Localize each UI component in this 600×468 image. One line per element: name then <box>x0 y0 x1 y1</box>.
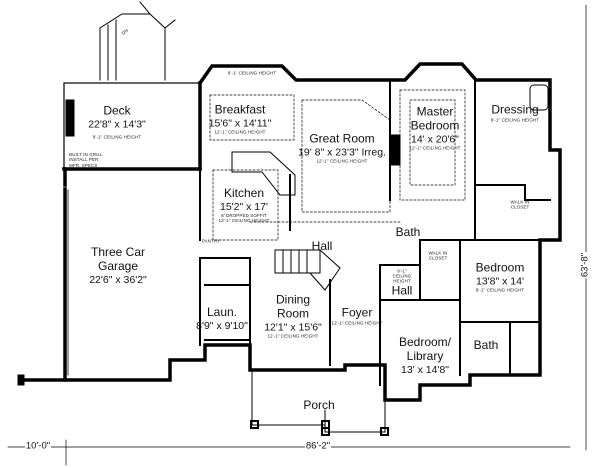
dining-label-2: Room <box>276 306 309 321</box>
dressing-label: Dressing <box>491 102 539 117</box>
laundry-label: Laun. <box>206 305 238 320</box>
porch-outline <box>250 369 389 436</box>
bedroom-closet-label: WALK IN CLOSET <box>428 250 448 261</box>
kitchen-ceiling: 12'-1" CEILING HEIGHT <box>218 217 270 223</box>
side-hall-label: Hall <box>391 282 413 297</box>
library-label-1: Bedroom/ <box>398 335 452 350</box>
lower-bath-label: Bath <box>473 338 499 353</box>
library-size: 13' x 14'8" <box>400 363 450 376</box>
exterior-walls <box>18 62 562 402</box>
great-room-labels: Great Room 19' 8" x 23'3" Irreg. 12'-1" … <box>298 131 386 164</box>
deck-stairs <box>99 1 176 81</box>
interior-walls <box>199 79 551 386</box>
master-bedroom-label-1: Master <box>416 104 454 119</box>
deck-ceiling: 9'-1" CEILING HEIGHT <box>92 134 142 140</box>
master-bath-label: Bath <box>395 225 421 240</box>
kitchen-size: 15'2" x 17' <box>219 200 269 213</box>
hall-label: Hall <box>311 239 333 254</box>
pantry-label: PANTRY <box>201 238 221 244</box>
garage-size: 22'6" x 36'2" <box>89 273 147 286</box>
master-bedroom-labels: Master Bedroom 14' x 20'6" 12'-1" CEILIN… <box>409 104 461 151</box>
laundry-size: 8'9" x 9'10" <box>196 319 248 332</box>
garage-label-1: Three Car <box>90 245 146 260</box>
garage-label-2: Garage <box>97 258 139 273</box>
library-label-2: Library <box>406 348 444 363</box>
kitchen-label: Kitchen <box>223 185 265 200</box>
ceiling-outlines <box>209 89 466 366</box>
breakfast-labels: Breakfast 15'6" x 14'11" 12'-1" CEILING … <box>208 102 272 135</box>
dressing-ceiling: 9'-1" CEILING HEIGHT <box>490 117 540 123</box>
master-bedroom-ceiling: 12'-1" CEILING HEIGHT <box>409 145 461 151</box>
garage-offset-dimension: 10'-0" <box>24 440 52 453</box>
side-hall-ceiling: 9'-1" CEILING HEIGHT <box>392 268 412 284</box>
deck-label: Deck <box>103 103 131 118</box>
great-room-size: 19' 8" x 23'3" Irreg. <box>298 146 386 159</box>
breakfast-bay-ceiling: 9'-1" CEILING HEIGHT <box>227 70 277 76</box>
deck-labels: Deck 22'8" x 14'3" 9'-1" CEILING HEIGHT <box>88 103 146 140</box>
grill-note: BUILT IN GRILL INSTALL PER MFR. SPECS <box>69 151 103 168</box>
main-staircase <box>274 249 341 291</box>
dressing-labels: Dressing 9'-1" CEILING HEIGHT <box>490 102 540 123</box>
kitchen-labels: Kitchen 15'2" x 17' 8' DROPPED SOFFIT 12… <box>218 185 270 223</box>
garage-labels: Three Car Garage 22'6" x 36'2" <box>89 245 147 286</box>
breakfast-size: 15'6" x 14'11" <box>208 117 272 130</box>
master-bedroom-label-2: Bedroom <box>410 118 460 133</box>
dining-labels: Dining Room 12'1" x 15'6" 12'-1" CEILING… <box>264 292 322 339</box>
great-room-label: Great Room <box>309 131 375 146</box>
breakfast-label: Breakfast <box>214 102 266 117</box>
deck-size: 22'8" x 14'3" <box>88 118 146 131</box>
porch-label: Porch <box>303 398 335 413</box>
overall-depth-dimension: 63'-8" <box>579 251 592 279</box>
laundry-labels: Laun. 8'9" x 9'10" <box>196 305 248 332</box>
foyer-label: Foyer <box>341 305 373 320</box>
foyer-labels: Foyer 12'-1" CEILING HEIGHT <box>331 305 383 326</box>
kitchen-soffit: 8' DROPPED SOFFIT <box>221 212 267 218</box>
dining-size: 12'1" x 15'6" <box>264 321 322 334</box>
bedroom-ceiling: 9'-1" CEILING HEIGHT <box>475 287 525 293</box>
great-room-ceiling: 12'-1" CEILING HEIGHT <box>316 158 368 164</box>
side-hall-labels: 9'-1" CEILING HEIGHT Hall <box>390 268 414 297</box>
bedroom-label: Bedroom <box>475 260 525 275</box>
bedroom-labels: Bedroom 13'8" x 14' 9'-1" CEILING HEIGHT <box>475 260 525 293</box>
dining-label-1: Dining <box>275 292 311 307</box>
overall-width-dimension: 86'-2" <box>304 440 332 453</box>
kitchen-island <box>231 151 296 196</box>
dimension-lines <box>7 4 587 466</box>
library-labels: Bedroom/ Library 13' x 14'8" <box>398 335 452 376</box>
dining-ceiling: 12'-1" CEILING HEIGHT <box>267 333 319 339</box>
breakfast-ceiling: 12'-1" CEILING HEIGHT <box>214 129 266 135</box>
tub <box>529 84 549 111</box>
master-bedroom-size: 14' x 20'6" <box>410 133 460 146</box>
bedroom-size: 13'8" x 14' <box>475 275 525 288</box>
master-closet-label: WALK IN CLOSET <box>510 199 530 210</box>
foyer-ceiling: 12'-1" CEILING HEIGHT <box>331 320 383 326</box>
